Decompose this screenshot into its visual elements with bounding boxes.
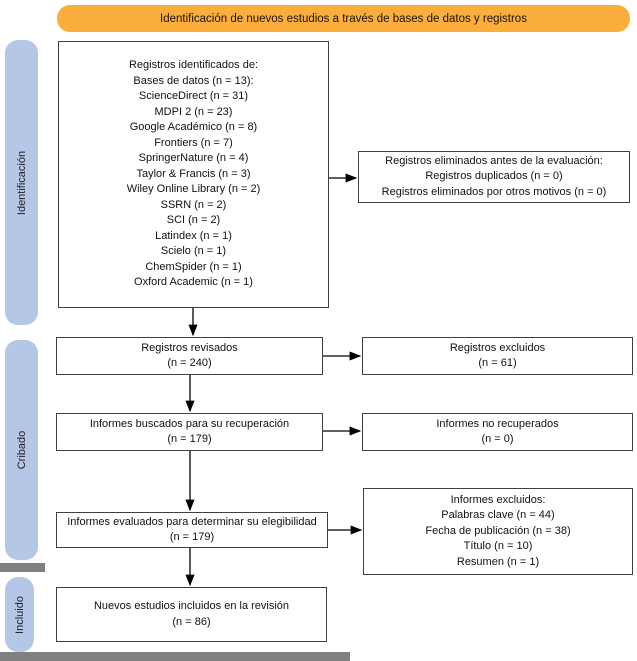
divider-bar-left [0,563,45,572]
box-records-excluded-text: Registros excluidos (n = 61) [449,341,546,370]
stage-bar-incluido: Incluido [5,577,34,652]
box-records-identified-text: Registros identificados de: Bases de dat… [126,59,261,289]
box-records-screened-text: Registros revisados (n = 240) [141,341,238,370]
stage-bar-cribado: Cribado [5,340,38,560]
identification-banner-label: Identificación de nuevos estudios a trav… [160,12,527,25]
box-records-removed-before-screening: Registros eliminados antes de la evaluac… [358,151,630,203]
box-records-removed-text: Registros eliminados antes de la evaluac… [381,154,607,198]
box-records-identified: Registros identificados de: Bases de dat… [58,41,329,308]
box-reports-sought-text: Informes buscados para su recuperación (… [89,417,290,446]
stage-label-identificacion: Identificación [15,150,28,215]
divider-bar-bottom [0,652,350,661]
identification-banner: Identificación de nuevos estudios a trav… [57,5,630,32]
box-reports-assessed: Informes evaluados para determinar su el… [56,512,328,548]
box-reports-excluded: Informes excluidos: Palabras clave (n = … [363,488,633,575]
box-studies-included: Nuevos estudios incluidos en la revisión… [56,587,327,642]
box-reports-excluded-text: Informes excluidos: Palabras clave (n = … [425,493,571,568]
box-studies-included-text: Nuevos estudios incluidos en la revisión… [93,600,290,628]
stage-label-incluido: Incluido [13,595,26,634]
box-reports-not-retrieved-text: Informes no recuperados (n = 0) [436,417,559,446]
stage-label-cribado: Cribado [15,430,28,470]
box-records-excluded: Registros excluidos (n = 61) [362,337,633,375]
box-reports-not-retrieved: Informes no recuperados (n = 0) [362,413,633,451]
box-records-screened: Registros revisados (n = 240) [56,337,323,375]
stage-bar-identificacion: Identificación [5,40,38,325]
box-reports-sought: Informes buscados para su recuperación (… [56,413,323,451]
box-reports-assessed-text: Informes evaluados para determinar su el… [67,515,317,544]
